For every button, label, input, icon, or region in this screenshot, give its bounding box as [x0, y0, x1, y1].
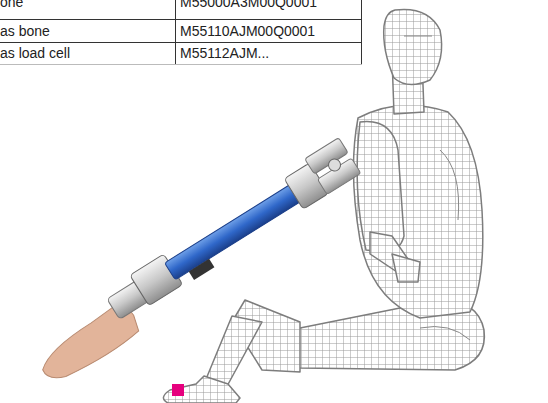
- table-cell: one: [0, 0, 23, 11]
- wireframe-detail: [404, 36, 470, 340]
- table-cell: M55000A3M00Q0001: [180, 0, 317, 11]
- sensor-marker: [172, 384, 184, 396]
- table-cell: as bone: [0, 22, 50, 40]
- table-cell: as load cell: [0, 44, 70, 62]
- dummy-wireframe: [163, 9, 484, 403]
- table-cell: M55112AJM...: [180, 44, 269, 62]
- table-cell: M55110AJM00Q0001: [180, 22, 315, 40]
- prosthetic-leg: [21, 138, 371, 388]
